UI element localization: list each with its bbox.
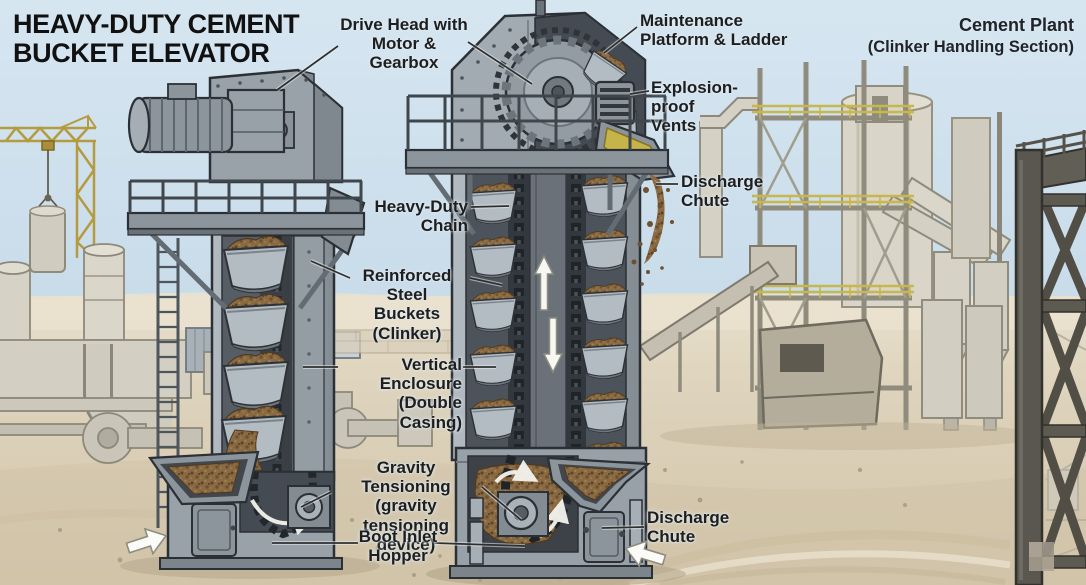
- label-explosion-vents: Explosion-proof Vents: [651, 78, 738, 136]
- left-bucket-elevator: [123, 68, 366, 570]
- scene-caption: Cement Plant (Clinker Handling Section): [868, 14, 1074, 57]
- label-maintenance-platform: Maintenance Platform & Ladder: [640, 11, 788, 50]
- tower-crane: [0, 114, 97, 259]
- label-vertical-enclosure: Vertical Enclosure (Double Casing): [379, 355, 462, 432]
- cement-plant-tower: [638, 60, 1040, 450]
- leader-lines: [272, 25, 678, 548]
- label-steel-buckets: Reinforced Steel Buckets (Clinker): [362, 266, 452, 343]
- scene-caption-subtitle: (Clinker Handling Section): [867, 37, 1074, 56]
- blurred-watermark: [1029, 542, 1054, 571]
- scene-caption-name: Cement Plant: [958, 15, 1074, 35]
- right-steel-truss: [997, 112, 1086, 585]
- page-title: HEAVY-DUTY CEMENT BUCKET ELEVATOR: [13, 9, 300, 68]
- label-boot-inlet: Boot Inlet Hopper: [358, 527, 438, 566]
- label-discharge-chute-top: Discharge Chute: [681, 172, 764, 211]
- label-drive-head: Drive Head with Motor & Gearbox: [340, 15, 468, 73]
- crane-load: [29, 140, 66, 273]
- label-gravity-tensioning: Gravity Tensioning (gravity tensioning d…: [361, 458, 451, 554]
- label-discharge-chute-bottom: Discharge Chute: [647, 508, 730, 547]
- label-heavy-duty-chain: Heavy-Duty Chain: [374, 197, 468, 236]
